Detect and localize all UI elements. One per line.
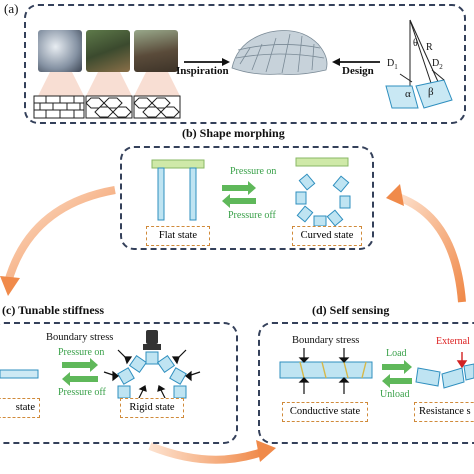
tortoise-photo [134, 30, 178, 72]
panel-a [24, 4, 466, 124]
alpha-label: α [405, 88, 411, 100]
panel-b [120, 146, 374, 250]
hexagon-pattern-2 [133, 95, 181, 119]
cycle-arrow-left [4, 186, 116, 284]
conductive-state-box: Conductive state [282, 402, 368, 422]
cycle-arrow-left-head [0, 276, 20, 296]
panel-c-boundary-stress: Boundary stress [46, 332, 114, 343]
r-label: R [426, 42, 433, 53]
panel-d-title: (d) Self sensing [312, 303, 390, 317]
panel-c-double-arrow [62, 358, 98, 386]
shell-structure [231, 30, 328, 75]
inspiration-label: Inspiration [176, 65, 229, 77]
panel-b-pressure-off: Pressure off [228, 210, 276, 221]
curved-state-box: Curved state [292, 226, 362, 246]
flat-state-box: Flat state [146, 226, 210, 246]
flat-actuator-partial [0, 369, 39, 379]
panel-b-double-arrow [222, 181, 256, 208]
shell-photo [38, 30, 82, 72]
theta-label: θ [413, 38, 418, 49]
geometry-diagram [385, 19, 453, 109]
panel-d-load: Load [386, 348, 407, 359]
resistance-beam [415, 363, 474, 389]
panel-b-title: (b) Shape morphing [182, 126, 285, 140]
curved-actuator [295, 157, 351, 227]
brick-pattern [33, 95, 85, 119]
press-tool [143, 330, 161, 350]
conductive-beam [279, 361, 373, 379]
panel-d-double-arrow [382, 360, 412, 388]
cycle-arrow-bottom-head [256, 440, 276, 462]
panel-a-label: (a) [4, 1, 19, 16]
left-state-box-partial: state [0, 398, 40, 418]
flat-actuator [151, 159, 205, 221]
d2-label: D2 [432, 58, 443, 71]
panel-c [0, 322, 238, 444]
panel-d-unload: Unload [380, 389, 410, 400]
d1-label: D1 [387, 58, 398, 71]
hexagon-pattern-1 [85, 95, 133, 119]
cycle-arrow-bottom [148, 442, 264, 464]
turtle-photo [86, 30, 130, 72]
panel-d [258, 322, 474, 444]
rigid-arch [117, 351, 187, 399]
resistance-state-box-partial: Resistance s [414, 402, 474, 422]
panel-c-pressure-off: Pressure off [58, 387, 106, 398]
beta-label: β [428, 86, 434, 98]
panel-b-pressure-on: Pressure on [230, 166, 277, 177]
rigid-state-box: Rigid state [120, 398, 184, 418]
design-label: Design [342, 65, 374, 77]
panel-d-external-partial: External [436, 336, 470, 347]
panel-c-pressure-on: Pressure on [58, 347, 105, 358]
panel-d-boundary-stress: Boundary stress [292, 335, 360, 346]
cycle-arrow-right [393, 192, 466, 303]
cycle-arrow-right-head [386, 184, 404, 206]
panel-c-title: (c) Tunable stiffness [2, 303, 105, 317]
